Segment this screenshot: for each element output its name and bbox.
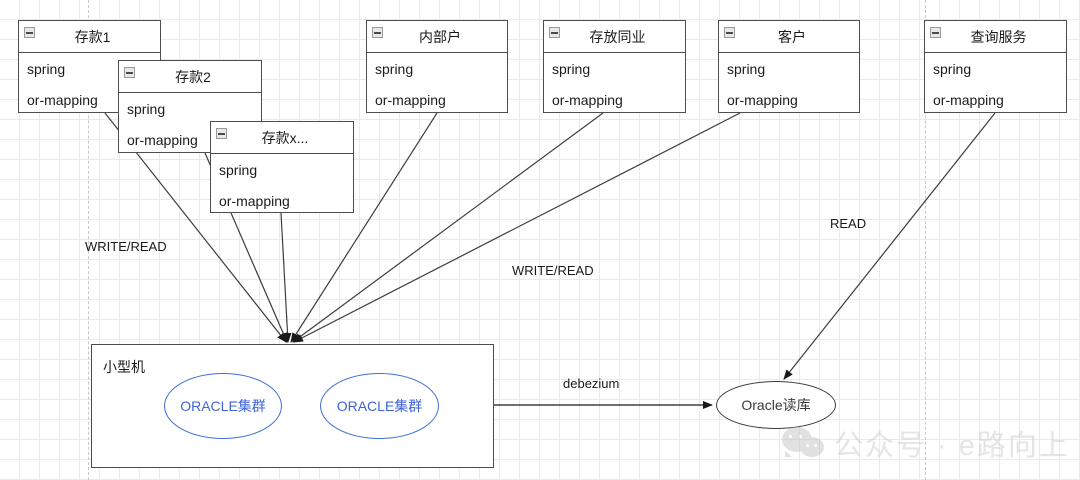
node-body: spring or-mapping	[544, 53, 685, 113]
mainframe-label: 小型机	[103, 359, 145, 375]
edge-label-debezium: debezium	[563, 376, 620, 391]
node-title: 客户	[778, 28, 806, 45]
collapse-icon[interactable]	[549, 27, 560, 38]
node-attribute: spring	[552, 61, 591, 77]
node-customer[interactable]: 客户 spring or-mapping	[718, 20, 860, 113]
collapse-icon[interactable]	[930, 27, 941, 38]
node-attribute: spring	[27, 61, 66, 77]
edge-internal-to-mainframe	[290, 112, 438, 343]
node-attribute: spring	[127, 101, 166, 117]
collapse-icon[interactable]	[372, 27, 383, 38]
ellipse-label: ORACLE集群	[336, 398, 423, 414]
node-title: 内部户	[419, 28, 461, 45]
collapse-icon[interactable]	[124, 67, 135, 78]
node-title: 存款2	[175, 68, 211, 85]
node-attribute: or-mapping	[933, 92, 1004, 108]
node-body: spring or-mapping	[119, 93, 261, 153]
node-attribute: spring	[219, 162, 258, 178]
node-title: 查询服务	[970, 28, 1027, 45]
edge-label-read: READ	[830, 216, 867, 231]
edge-queryservice-to-readdb	[783, 112, 996, 380]
node-header: 客户	[719, 21, 859, 53]
node-attribute: spring	[727, 61, 766, 77]
collapse-icon[interactable]	[724, 27, 735, 38]
node-attribute: or-mapping	[727, 92, 798, 108]
node-attribute: or-mapping	[219, 193, 290, 209]
node-attribute: or-mapping	[375, 92, 446, 108]
edge-label-write-read-right: WRITE/READ	[512, 263, 594, 278]
node-attribute: or-mapping	[552, 92, 623, 108]
ellipse-label: ORACLE集群	[180, 398, 266, 414]
node-attribute: or-mapping	[27, 92, 98, 108]
node-header: 存款x...	[211, 122, 353, 154]
node-header: 查询服务	[925, 21, 1066, 53]
node-body: spring or-mapping	[211, 154, 353, 214]
node-header: 存放同业	[544, 21, 685, 53]
node-header: 存款1	[19, 21, 160, 53]
node-body: spring or-mapping	[19, 53, 160, 113]
node-body: spring or-mapping	[719, 53, 859, 113]
node-body: spring or-mapping	[925, 53, 1066, 113]
node-title: 存放同业	[589, 28, 646, 45]
node-title: 存款x...	[261, 129, 309, 146]
node-interbank-deposit[interactable]: 存放同业 spring or-mapping	[543, 20, 686, 113]
node-header: 内部户	[367, 21, 507, 53]
collapse-icon[interactable]	[216, 128, 227, 139]
node-attribute: spring	[375, 61, 414, 77]
collapse-icon[interactable]	[24, 27, 35, 38]
node-title: 存款1	[74, 28, 111, 45]
ellipse-label: Oracle读库	[741, 397, 811, 413]
edge-customer-to-mainframe	[293, 112, 741, 343]
edge-interbank-to-mainframe	[292, 112, 604, 343]
node-header: 存款2	[119, 61, 261, 93]
node-deposit-x[interactable]: 存款x... spring or-mapping	[210, 121, 354, 213]
edge-label-write-read-left: WRITE/READ	[85, 239, 167, 254]
node-internal-account[interactable]: 内部户 spring or-mapping	[366, 20, 508, 113]
edge-depositx-to-mainframe	[280, 212, 292, 343]
node-oracle-read-db[interactable]: Oracle读库	[716, 381, 836, 429]
node-oracle-cluster-2[interactable]: ORACLE集群	[320, 373, 439, 439]
node-query-service[interactable]: 查询服务 spring or-mapping	[924, 20, 1067, 113]
node-attribute: spring	[933, 61, 972, 77]
node-attribute: or-mapping	[127, 132, 198, 148]
node-oracle-cluster-1[interactable]: ORACLE集群	[164, 373, 282, 439]
node-body: spring or-mapping	[367, 53, 507, 113]
